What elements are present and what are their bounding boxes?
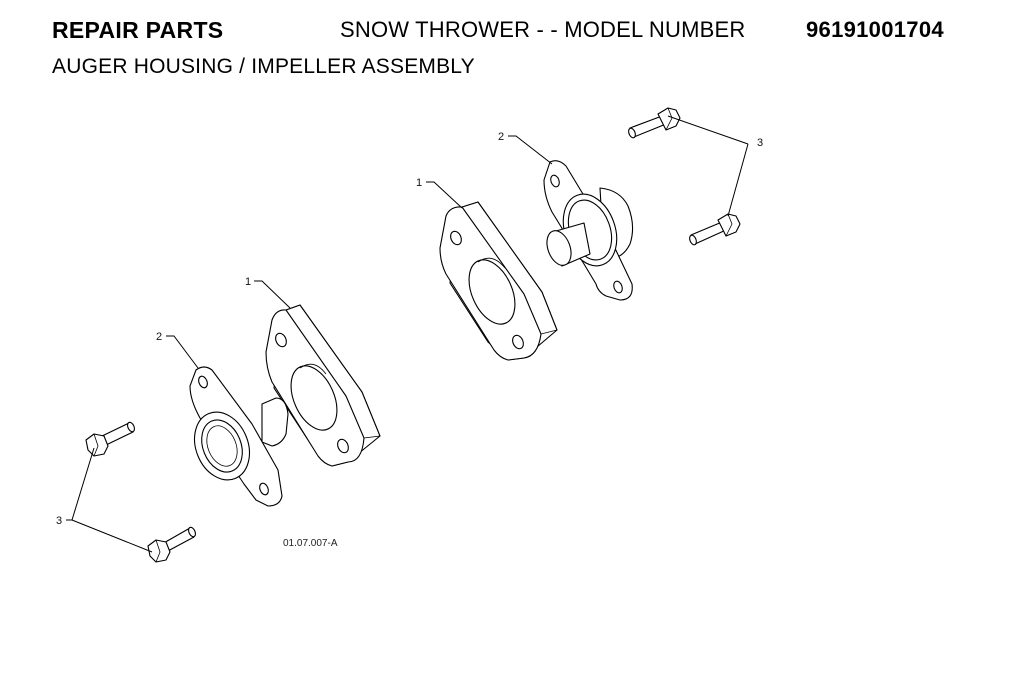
bearing-housing-right — [543, 160, 634, 301]
callout-bearing-right: 2 — [498, 131, 504, 143]
callout-bolts-right: 3 — [757, 137, 763, 149]
callout-flange-right: 1 — [416, 177, 422, 189]
bolt-right-top — [628, 107, 681, 139]
flange-right — [439, 201, 558, 361]
leader-lines — [66, 115, 749, 553]
assembly-subtitle: AUGER HOUSING / IMPELLER ASSEMBLY — [52, 55, 475, 78]
diagram-reference-code: 01.07.007-A — [283, 538, 338, 549]
flange-left — [265, 304, 381, 467]
callout-flange-left: 1 — [245, 276, 251, 288]
bolt-right-bottom — [689, 213, 741, 246]
bolt-left-top — [85, 421, 135, 457]
callout-bearing-left: 2 — [156, 331, 162, 343]
page-title: REPAIR PARTS — [52, 17, 224, 43]
callout-bolts-left: 3 — [56, 515, 62, 527]
bolt-left-bottom — [147, 526, 196, 563]
bearing-housing-left — [189, 366, 289, 507]
product-title: SNOW THROWER - - MODEL NUMBER — [340, 17, 746, 42]
model-number: 96191001704 — [806, 17, 944, 42]
